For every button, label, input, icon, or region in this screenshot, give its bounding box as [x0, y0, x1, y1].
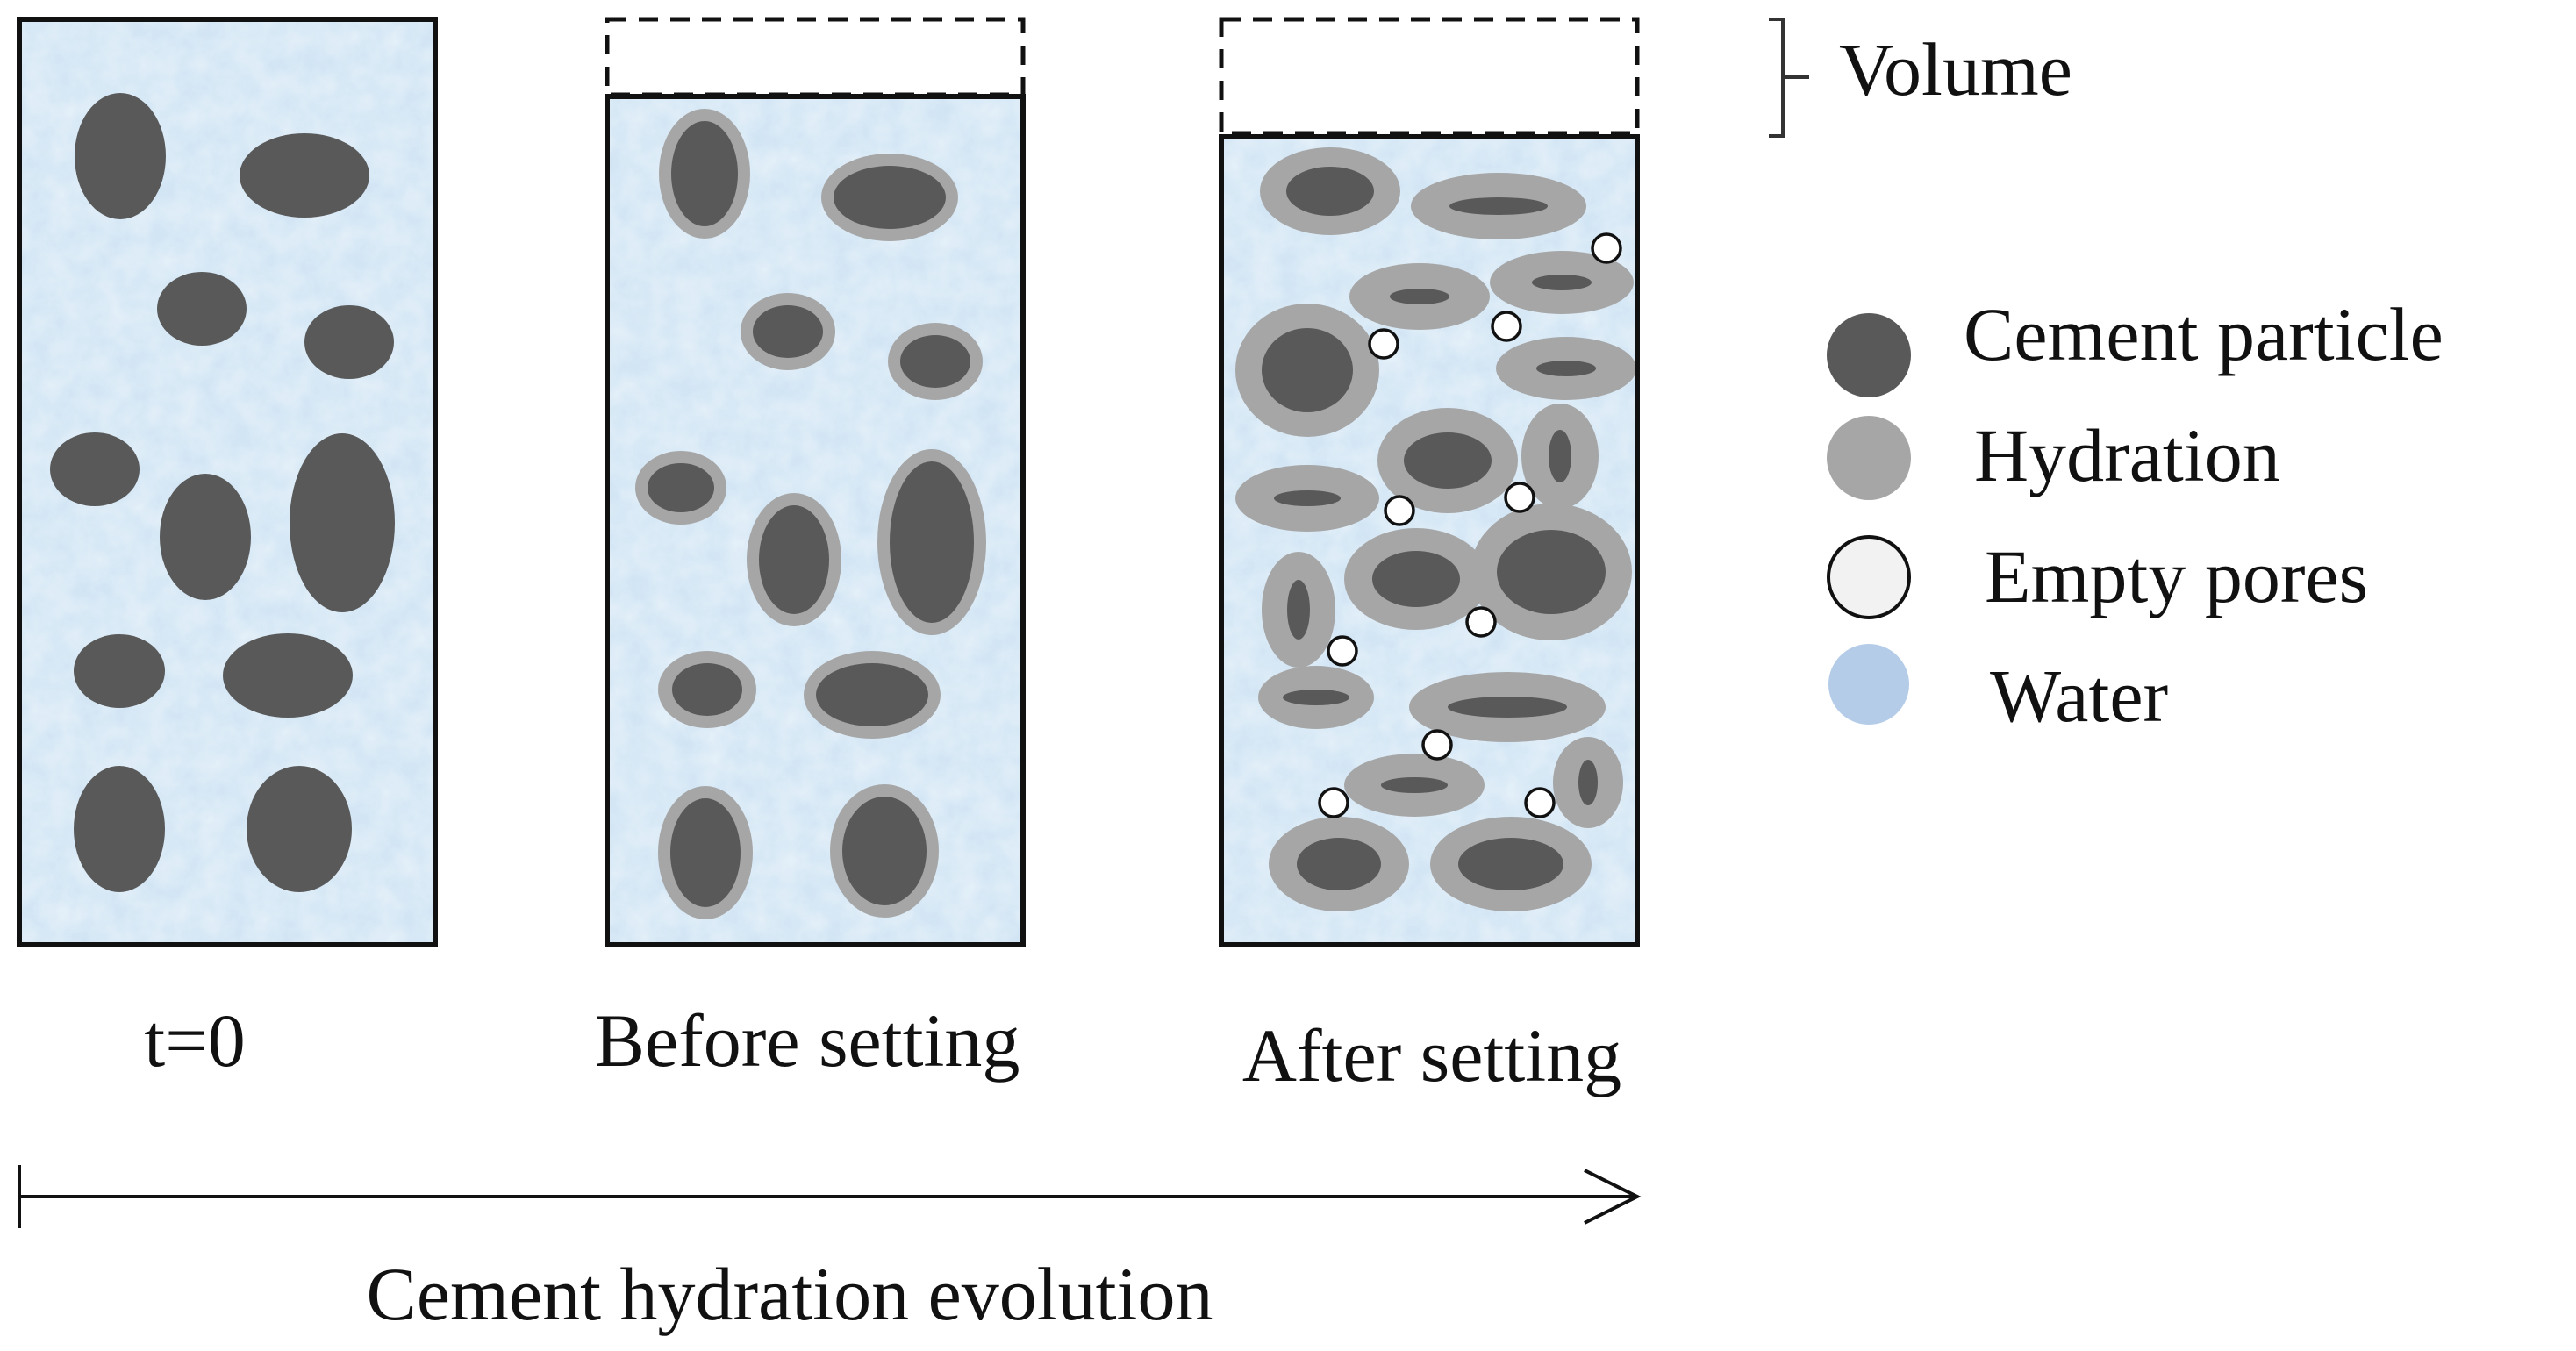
panel-after-setting [1219, 17, 1640, 947]
legend-label-pores: Empty pores [1985, 534, 2368, 618]
legend-label-water: Water [1990, 654, 2168, 738]
evolution-arrow [18, 1165, 1642, 1228]
empty-pore [1591, 232, 1622, 264]
empty-pore [1524, 787, 1556, 818]
panel-t0-border [17, 17, 438, 947]
hydrated-particle [658, 786, 753, 919]
empty-pore [1465, 606, 1497, 638]
hydrated-particle [1235, 304, 1379, 437]
legend-swatch-hydration [1827, 416, 1911, 500]
stage-label-t0: t=0 [144, 998, 245, 1083]
hydrated-particle [1258, 666, 1374, 729]
hydrated-particle [888, 323, 983, 400]
cement-particle [290, 433, 395, 612]
hydrated-particle [741, 293, 835, 370]
panel-after-particles [1235, 147, 1636, 911]
cement-particle [75, 93, 166, 219]
panel-before-border [605, 94, 1026, 947]
hydrated-particle [1430, 817, 1592, 911]
legend-item-cement-particle: Cement particle [1827, 292, 2444, 397]
evolution-arrow-head [1584, 1169, 1642, 1225]
hydrated-particle [1344, 754, 1485, 817]
cement-particle [240, 133, 369, 218]
hydrated-particle [1411, 173, 1586, 239]
panel-before-volume-loss [605, 17, 1026, 97]
empty-pore [1318, 787, 1349, 818]
stage-label-after-setting: After setting [1242, 1013, 1621, 1097]
empty-pore [1327, 635, 1358, 667]
stage-label-before-setting: Before setting [595, 998, 1020, 1083]
legend-label-hydration: Hydration [1974, 413, 2280, 497]
hydrated-particle [1349, 263, 1490, 330]
evolution-label: Cement hydration evolution [367, 1252, 1213, 1336]
hydrated-particle [659, 109, 750, 239]
cement-particle [223, 633, 353, 718]
hydrated-particle [747, 493, 841, 626]
empty-pore [1384, 495, 1415, 526]
hydrated-particle [1521, 404, 1599, 509]
legend-item-water: Water [1828, 644, 2168, 738]
legend-item-empty-pores: Empty pores [1827, 534, 2368, 619]
panel-t0-particles [50, 93, 395, 892]
cement-particle [74, 766, 165, 892]
hydrated-particle [1235, 465, 1379, 532]
hydrated-particle [1490, 251, 1634, 314]
hydrated-particle [821, 154, 958, 241]
empty-pore [1504, 482, 1535, 513]
volume-bracket-line [1769, 18, 1809, 138]
cement-particle [157, 272, 247, 346]
legend-swatch-water [1828, 644, 1909, 725]
panel-before-particles [635, 109, 986, 919]
hydrated-particle [877, 449, 986, 635]
cement-particle [304, 305, 394, 379]
cement-particle [74, 634, 165, 708]
legend-swatch-cement [1827, 313, 1911, 397]
cement-particle [160, 474, 251, 600]
hydrated-particle [1470, 504, 1632, 640]
hydrated-particle [1377, 408, 1518, 513]
panel-after-pores [1318, 232, 1622, 818]
empty-pore [1491, 311, 1522, 342]
empty-pore [1421, 729, 1453, 761]
panel-after-volume-loss [1219, 17, 1640, 136]
hydrated-particle [804, 651, 941, 739]
hydrated-particle [1496, 337, 1636, 400]
panel-t0 [17, 17, 438, 947]
panel-before-setting [605, 17, 1026, 947]
hydrated-particle [1260, 147, 1400, 235]
legend-item-hydration: Hydration [1827, 413, 2280, 500]
legend: Cement particle Hydration Empty pores Wa… [1827, 292, 2444, 738]
empty-pore [1368, 328, 1399, 360]
volume-label: Volume [1839, 27, 2072, 111]
cement-particle [50, 432, 140, 506]
hydrated-particle [635, 451, 726, 525]
volume-bracket: Volume [1769, 18, 2072, 138]
panel-after-border [1219, 134, 1640, 947]
hydrated-particle [658, 651, 756, 728]
hydrated-particle [1344, 528, 1488, 630]
hydrated-particle [1409, 672, 1606, 742]
legend-label-cement: Cement particle [1964, 292, 2444, 376]
cement-particle [247, 766, 352, 892]
hydrated-particle [830, 784, 939, 918]
hydrated-particle [1262, 552, 1335, 668]
hydrated-particle [1269, 817, 1409, 911]
legend-swatch-pore [1827, 535, 1911, 619]
hydrated-particle [1553, 737, 1623, 828]
